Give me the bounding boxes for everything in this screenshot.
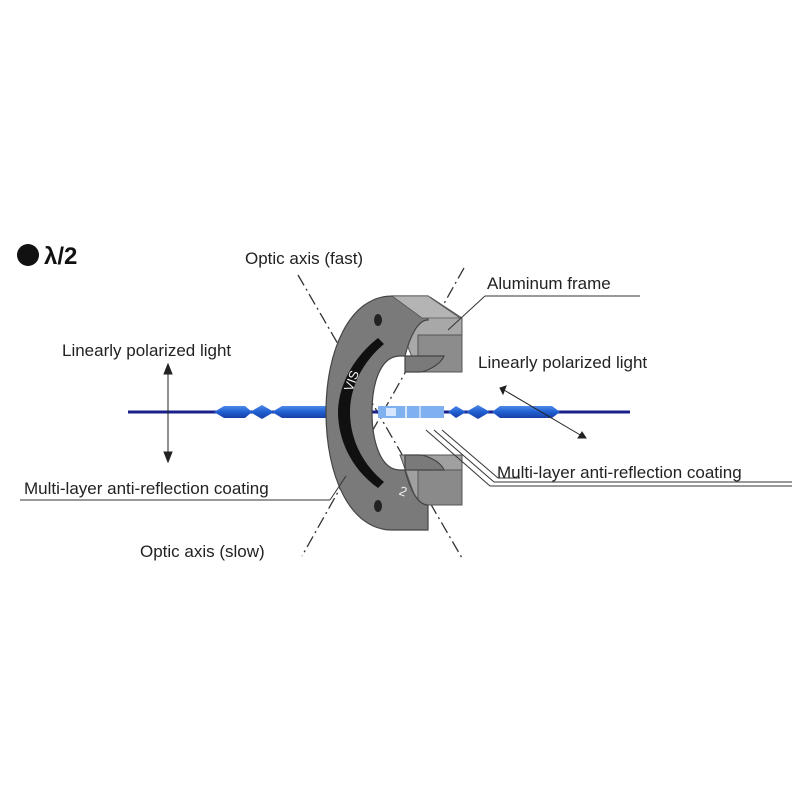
- label-optic-axis-slow: Optic axis (slow): [140, 542, 265, 561]
- filled-circle-icon: [17, 244, 39, 266]
- label-optic-axis-fast: Optic axis (fast): [245, 249, 363, 268]
- label-linearly-polarized-light-right: Linearly polarized light: [478, 353, 647, 372]
- left-polarization-arrow: [163, 362, 173, 464]
- aluminum-frame-leader: [447, 295, 486, 331]
- incident-beam: [214, 405, 336, 419]
- right-polarization-arrow: [499, 385, 587, 439]
- output-beam: [448, 405, 560, 419]
- coating-right-leader: [425, 429, 792, 487]
- label-aluminum-frame: Aluminum frame: [487, 274, 611, 293]
- frame-engraving-bottom: 2: [397, 483, 409, 500]
- transmitted-beam-inside: [378, 406, 444, 418]
- label-coating-right: Multi-layer anti-reflection coating: [497, 463, 742, 482]
- aluminum-frame: VIS 2: [325, 295, 463, 531]
- coating-left-leader: [20, 475, 347, 501]
- label-linearly-polarized-light-left: Linearly polarized light: [62, 341, 231, 360]
- frame-engraving-top: VIS: [341, 368, 362, 393]
- title-text: λ/2: [44, 243, 77, 270]
- label-coating-left: Multi-layer anti-reflection coating: [24, 479, 269, 498]
